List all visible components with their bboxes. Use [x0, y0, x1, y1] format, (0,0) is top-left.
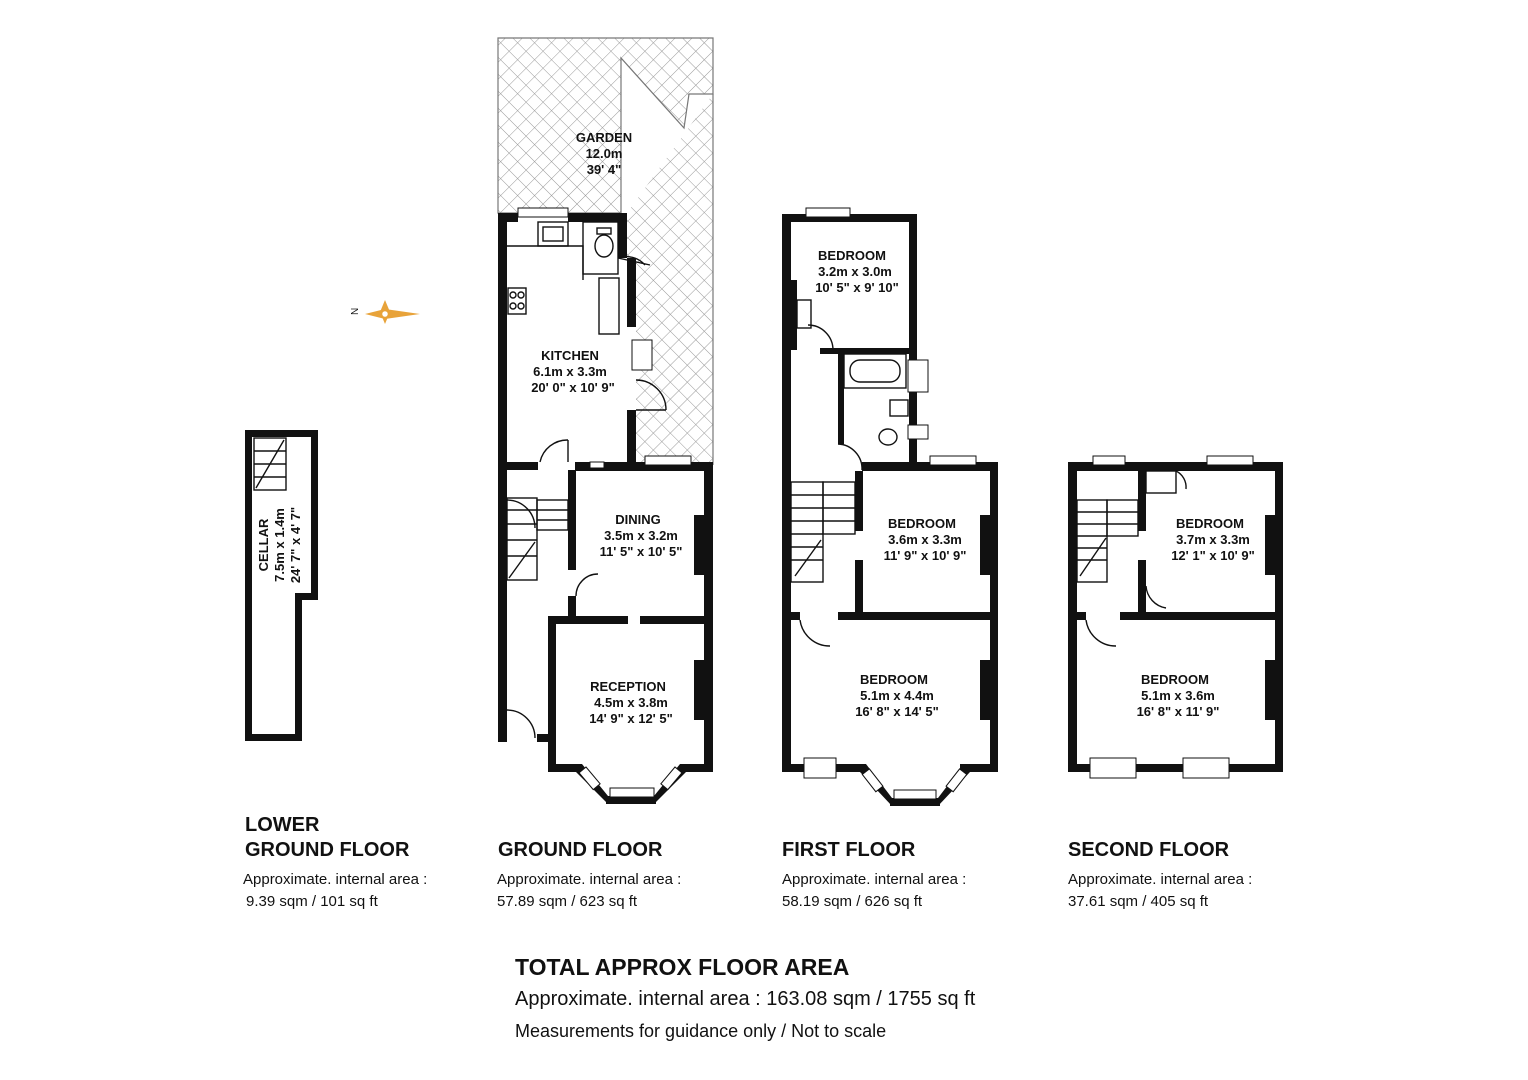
- first-bed-rear-metric: 3.2m x 3.0m: [818, 264, 892, 279]
- first-area-value: 58.19 sqm / 626 sq ft: [782, 893, 923, 910]
- garden-area: [497, 37, 714, 465]
- first-bed-rear-name: BEDROOM: [818, 248, 886, 263]
- room-label-first-bedroom-rear: BEDROOM 3.2m x 3.0m 10' 5" x 9' 10": [815, 248, 899, 295]
- first-bed-rear-imperial: 10' 5" x 9' 10": [815, 280, 899, 295]
- dining-metric: 3.5m x 3.2m: [604, 528, 678, 543]
- second-bed-front-metric: 5.1m x 3.6m: [1141, 688, 1215, 703]
- second-area-value: 37.61 sqm / 405 sq ft: [1068, 893, 1209, 910]
- second-bed-rear-imperial: 12' 1" x 10' 9": [1171, 548, 1255, 563]
- first-bed-front-name: BEDROOM: [860, 672, 928, 687]
- reception-name: RECEPTION: [590, 679, 666, 694]
- first-floor-plan: [782, 207, 998, 806]
- kitchen-name: KITCHEN: [541, 348, 599, 363]
- first-bed-front-metric: 5.1m x 4.4m: [860, 688, 934, 703]
- second-bed-front-imperial: 16' 8" x 11' 9": [1137, 704, 1220, 719]
- ground-area-value: 57.89 sqm / 623 sq ft: [497, 893, 638, 910]
- first-bed-mid-name: BEDROOM: [888, 516, 956, 531]
- room-label-dining: DINING 3.5m x 3.2m 11' 5" x 10' 5": [600, 512, 683, 559]
- cellar-name: CELLAR: [256, 518, 271, 571]
- lower-ground-area-value: 9.39 sqm / 101 sq ft: [246, 893, 378, 910]
- total-area-title: TOTAL APPROX FLOOR AREA: [515, 954, 850, 980]
- lower-ground-floor-title-line1: LOWER: [245, 814, 320, 836]
- first-floor-title: FIRST FLOOR: [782, 839, 916, 861]
- lower-ground-floor-title-line2: GROUND FLOOR: [245, 839, 410, 861]
- garden-imperial: 39' 4": [587, 162, 622, 177]
- compass: N: [350, 300, 420, 324]
- reception-metric: 4.5m x 3.8m: [594, 695, 668, 710]
- room-label-second-bedroom-front: BEDROOM 5.1m x 3.6m 16' 8" x 11' 9": [1137, 672, 1220, 719]
- cellar-metric: 7.5m x 1.4m: [272, 508, 287, 582]
- cellar-imperial: 24' 7" x 4' 7": [288, 507, 303, 583]
- second-area-label: Approximate. internal area :: [1068, 871, 1253, 888]
- second-floor-title: SECOND FLOOR: [1068, 839, 1230, 861]
- first-bed-mid-metric: 3.6m x 3.3m: [888, 532, 962, 547]
- room-label-kitchen: KITCHEN 6.1m x 3.3m 20' 0" x 10' 9": [531, 348, 615, 395]
- room-label-second-bedroom-rear: BEDROOM 3.7m x 3.3m 12' 1" x 10' 9": [1171, 516, 1255, 563]
- second-bed-front-name: BEDROOM: [1141, 672, 1209, 687]
- second-bed-rear-metric: 3.7m x 3.3m: [1176, 532, 1250, 547]
- lower-ground-floor-title: LOWER GROUND FLOOR: [245, 813, 409, 863]
- kitchen-imperial: 20' 0" x 10' 9": [531, 380, 615, 395]
- first-area-label: Approximate. internal area :: [782, 871, 967, 888]
- compass-star-icon: [365, 300, 420, 324]
- dining-imperial: 11' 5" x 10' 5": [600, 544, 683, 559]
- lower-ground-area-label: Approximate. internal area :: [243, 871, 428, 888]
- compass-north-label: N: [350, 308, 361, 315]
- lower-ground-floor-plan: [245, 430, 318, 741]
- first-bed-mid-imperial: 11' 9" x 10' 9": [884, 548, 967, 563]
- total-area-value: Approximate. internal area : 163.08 sqm …: [515, 988, 976, 1010]
- second-bed-rear-name: BEDROOM: [1176, 516, 1244, 531]
- first-bed-front-imperial: 16' 8" x 14' 5": [855, 704, 939, 719]
- disclaimer-note: Measurements for guidance only / Not to …: [515, 1021, 887, 1041]
- garden-window: [517, 207, 569, 218]
- room-label-cellar: CELLAR 7.5m x 1.4m 24' 7" x 4' 7": [256, 507, 303, 583]
- garden-name: GARDEN: [576, 130, 632, 145]
- room-label-garden: GARDEN 12.0m 39' 4": [576, 130, 632, 177]
- room-label-first-bedroom-mid: BEDROOM 3.6m x 3.3m 11' 9" x 10' 9": [884, 516, 967, 563]
- ground-area-label: Approximate. internal area :: [497, 871, 682, 888]
- second-floor-plan: [1068, 455, 1283, 779]
- room-label-first-bedroom-front: BEDROOM 5.1m x 4.4m 16' 8" x 14' 5": [855, 672, 939, 719]
- reception-imperial: 14' 9" x 12' 5": [589, 711, 673, 726]
- dining-name: DINING: [615, 512, 661, 527]
- room-label-reception: RECEPTION 4.5m x 3.8m 14' 9" x 12' 5": [589, 679, 673, 726]
- kitchen-metric: 6.1m x 3.3m: [533, 364, 607, 379]
- ground-floor-plan: [498, 213, 713, 804]
- garden-metric: 12.0m: [586, 146, 623, 161]
- ground-floor-title: GROUND FLOOR: [498, 839, 663, 861]
